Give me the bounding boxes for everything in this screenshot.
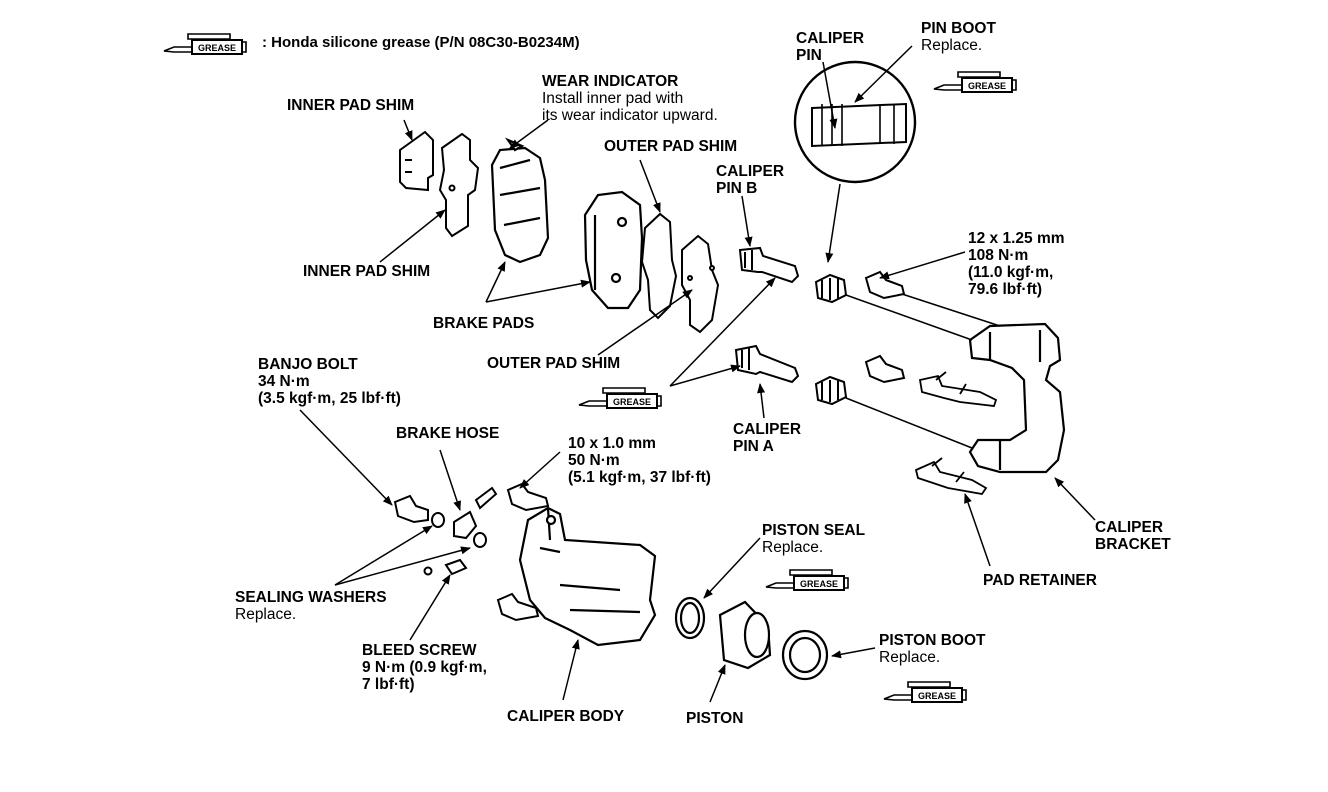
pad-retainer-drawing [914,457,988,495]
pin-boot-grease-icon: GREASE [933,71,1017,93]
outer-pad-shim-2-drawing [681,234,720,334]
caliper-pin-label: CALIPER PIN [796,30,865,64]
upper-pin-boot-drawing [814,273,848,304]
brake-hose-label: BRAKE HOSE [396,425,500,442]
pin-boot-label: PIN BOOT Replace. [921,20,996,54]
piston-seal-drawing [674,596,706,640]
legend-grease-icon-label: GREASE [198,43,236,53]
inner-pad-shim-top-label: INNER PAD SHIM [287,97,415,114]
caliper-bracket-label: CALIPER BRACKET [1095,519,1171,553]
wear-indicator-title: WEAR INDICATOR [542,73,679,90]
legend-text: : Honda silicone grease (P/N 08C30-B0234… [262,34,580,51]
banjo-bolt-drawing [393,486,498,576]
inner-pad-shim-drawing [399,130,434,192]
piston-seal-grease-icon-label: GREASE [800,579,838,589]
bleed-screw-label: BLEED SCREW 9 N·m (0.9 kgf·m, 7 lbf·ft) [362,642,487,693]
caliper-pin-a-drawing [734,344,800,384]
caliper-pin-a-label: CALIPER PIN A [733,421,802,455]
caliper-pin-b-label: CALIPER PIN B [716,163,785,197]
banjo-bolt-label: BANJO BOLT 34 N·m (3.5 kgf·m, 25 lbf·ft) [258,356,401,407]
piston-seal-grease-icon: GREASE [765,569,849,591]
caliper-pin-grease-icon: GREASE [578,387,662,409]
caliper-body-label: CALIPER BODY [507,708,625,725]
inner-brake-pad-drawing [490,137,550,264]
caliper-pin-detail-circle [793,60,917,184]
inner-pad-shim-2-drawing [438,132,480,238]
piston-boot-grease-icon-label: GREASE [918,691,956,701]
caliper-body-drawing [518,506,657,647]
piston-seal-label: PISTON SEAL Replace. [762,522,866,556]
caliper-pin-grease-icon-label: GREASE [613,397,651,407]
torque-10mm-label: 10 x 1.0 mm 50 N·m (5.1 kgf·m, 37 lbf·ft… [568,435,711,486]
brake-pads-label: BRAKE PADS [433,315,535,332]
piston-drawing [718,600,772,670]
pin-boot-grease-icon-label: GREASE [968,81,1006,91]
outer-pad-shim-top-label: OUTER PAD SHIM [604,138,738,155]
caliper-pin-b-drawing [738,246,800,284]
pad-retainer-label: PAD RETAINER [983,572,1097,589]
wear-indicator-line2: its wear indicator upward. [542,107,718,124]
wear-indicator-label: WEAR INDICATOR Install inner pad with it… [542,73,718,124]
sealing-washers-label: SEALING WASHERS Replace. [235,589,387,623]
legend-grease-icon: GREASE [163,33,247,55]
upper-caliper-bolt-drawing [506,482,550,512]
outer-brake-pad-drawing [583,190,644,310]
piston-boot-label: PISTON BOOT Replace. [879,632,986,666]
caliper-bracket-drawing [968,322,1066,474]
lower-pin-boot-drawing [814,375,848,406]
inner-pad-shim-bottom-label: INNER PAD SHIM [303,263,431,280]
piston-label: PISTON [686,710,744,727]
piston-boot-drawing [781,629,829,681]
outer-pad-shim-bottom-label: OUTER PAD SHIM [487,355,621,372]
leader-lines [299,45,1096,703]
caliper-body-bolt-drawing [496,592,540,622]
torque-12mm-label: 12 x 1.25 mm 108 N·m (11.0 kgf·m, 79.6 l… [968,230,1065,298]
wear-indicator-line1: Install inner pad with [542,90,684,107]
outer-pad-shim-drawing [640,212,678,320]
piston-boot-grease-icon: GREASE [883,681,967,703]
upper-pad-retainer-drawing [918,371,998,407]
lower-bracket-bolt-drawing [864,354,906,384]
